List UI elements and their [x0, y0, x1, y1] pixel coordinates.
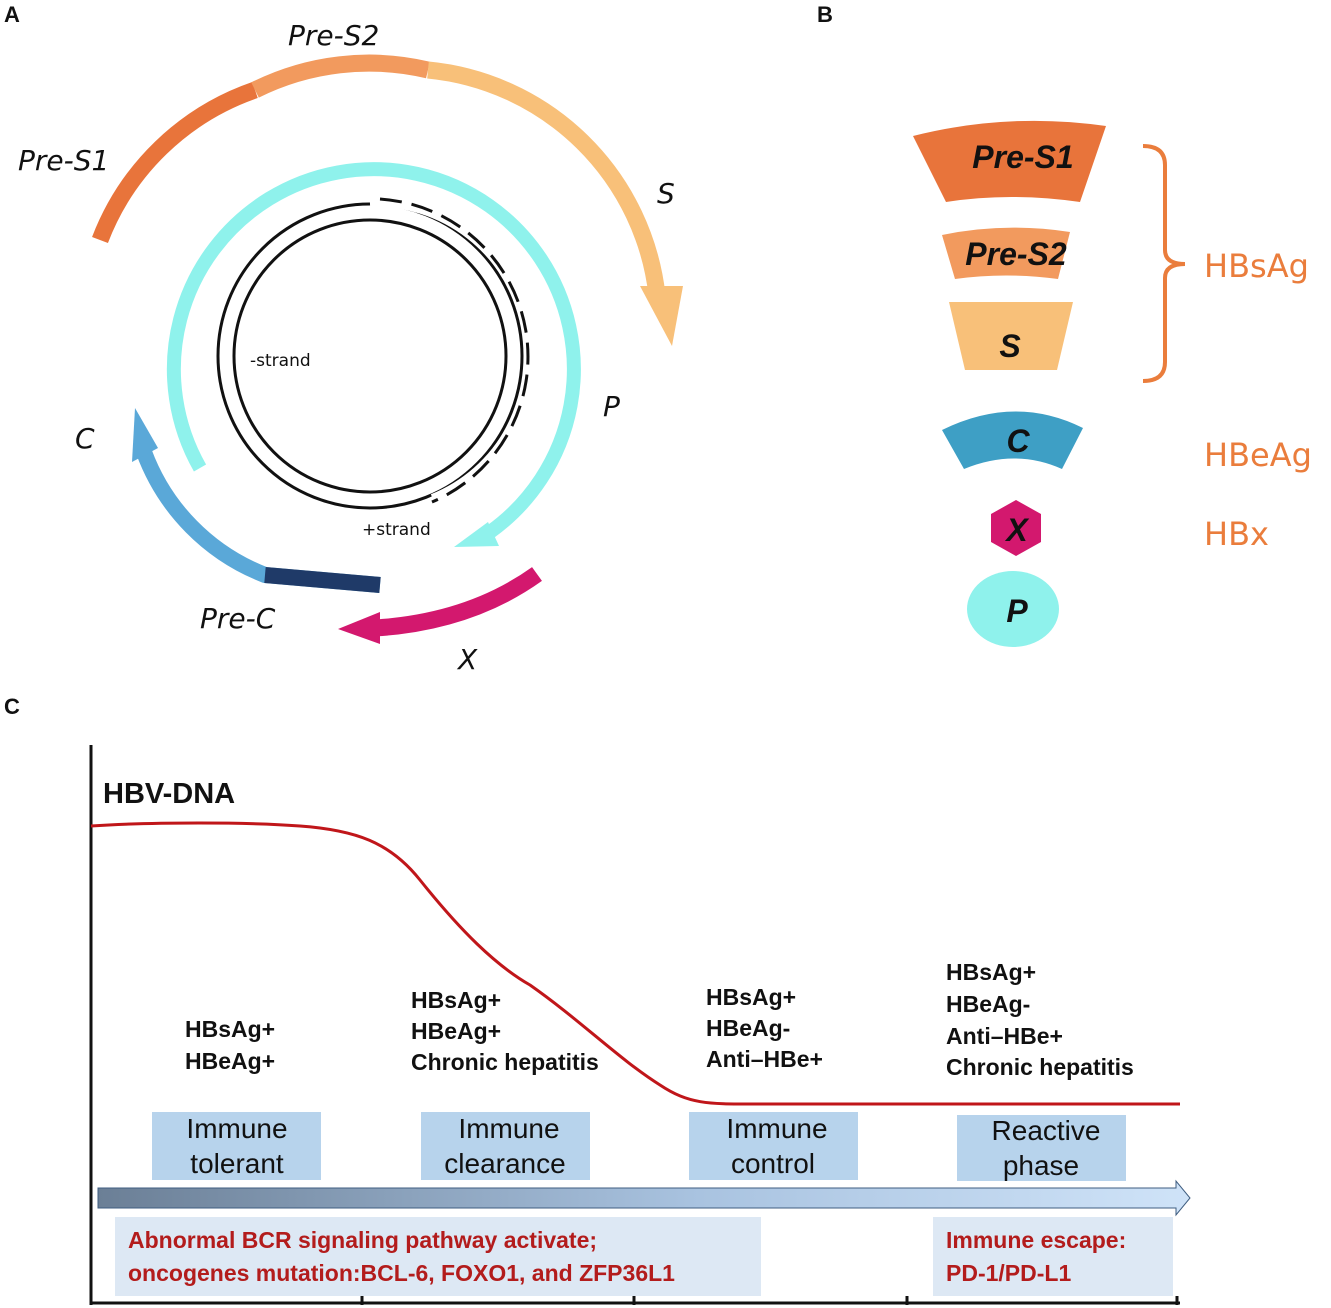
panel-a-letter: A [4, 2, 20, 27]
time-arrow [97, 1179, 1191, 1217]
note-box-left [115, 1217, 761, 1296]
hbsag-label: HBsAg [1204, 247, 1309, 285]
phase-4-marker-2: HBeAg- [946, 991, 1030, 1017]
pre-s1-arc [92, 81, 258, 244]
plus-strand-dashed [379, 197, 530, 504]
phase-1-name-line-2: tolerant [190, 1148, 284, 1179]
phase-1-marker-2: HBeAg+ [185, 1048, 275, 1074]
phase-2-marker-1: HBsAg+ [411, 987, 501, 1013]
phase-2-marker-3: Chronic hepatitis [411, 1049, 599, 1075]
protein-label-pre-s1: Pre-S1 [972, 139, 1073, 175]
pre-c-segment [264, 567, 381, 593]
x-arc [374, 567, 542, 637]
protein-label-pre-s2: Pre-S2 [965, 236, 1067, 272]
pre-s2-shape [942, 227, 1070, 279]
phase-3-marker-3: Anti–HBe+ [706, 1046, 823, 1072]
gene-label-pre-c: Pre-C [200, 602, 276, 635]
phase-4-marker-4: Chronic hepatitis [946, 1054, 1134, 1080]
note-box-right [933, 1217, 1173, 1296]
phase-2-box [421, 1112, 590, 1180]
p-arrowhead [454, 522, 499, 547]
strand-gap [369, 200, 531, 500]
phase-1-box [152, 1112, 321, 1180]
x-arrowhead [338, 612, 380, 644]
phase-1-name-line-1: Immune [186, 1113, 287, 1144]
phase-3-box [689, 1112, 858, 1180]
phase-3-marker-1: HBsAg+ [706, 984, 796, 1010]
p-shape [967, 571, 1059, 647]
gene-label-s: S [657, 177, 675, 210]
plus-strand-inner-circle [232, 218, 508, 494]
gene-label-pre-s1: Pre-S1 [18, 144, 109, 177]
s-arrowhead [640, 286, 683, 346]
plus-strand-label: +strand [362, 520, 431, 540]
genome-map [92, 54, 683, 644]
p-arc [166, 162, 581, 538]
note-right-line-2: PD-1/PD-L1 [946, 1260, 1071, 1286]
gene-label-c: C [75, 422, 95, 455]
hbv-dna-curve [90, 821, 1180, 1106]
phase-3-name-line-2: control [731, 1148, 815, 1179]
note-right-line-1: Immune escape: [946, 1227, 1126, 1253]
protein-legend [913, 120, 1106, 647]
phase-3-name-line-1: Immune [726, 1113, 827, 1144]
c-shape [942, 411, 1083, 469]
s-arc [427, 61, 666, 296]
phase-2-marker-2: HBeAg+ [411, 1018, 501, 1044]
phase-2-name-line-2: clearance [444, 1148, 565, 1179]
panel-c-letter: C [4, 694, 20, 719]
pre-s2-arc [251, 54, 430, 98]
phase-3-marker-2: HBeAg- [706, 1015, 790, 1041]
gene-label-x: X [456, 643, 478, 676]
phase-4-name-line-2: phase [1003, 1150, 1079, 1181]
phase-4-marker-3: Anti–HBe+ [946, 1023, 1063, 1049]
c-arrowhead [132, 408, 158, 462]
s-shape [949, 302, 1073, 370]
hbsag-bracket [1142, 144, 1186, 383]
protein-label-s: S [999, 328, 1021, 364]
phase-4-box [957, 1115, 1126, 1181]
hbv-dna-label: HBV-DNA [103, 778, 235, 810]
protein-label-c: C [1006, 423, 1030, 459]
phase-1-marker-1: HBsAg+ [185, 1016, 275, 1042]
gene-label-pre-s2: Pre-S2 [288, 19, 379, 52]
hbeag-label: HBeAg [1204, 436, 1312, 474]
panel-b-letter: B [817, 2, 833, 27]
note-left-line-2: oncogenes mutation:BCL-6, FOXO1, and ZFP… [128, 1260, 675, 1286]
pre-s1-shape [913, 120, 1106, 202]
minus-strand-label: -strand [250, 351, 311, 371]
c-arc [136, 449, 381, 593]
note-left-line-1: Abnormal BCR signaling pathway activate; [128, 1227, 597, 1253]
gene-label-p: P [603, 390, 620, 423]
x-shape [991, 500, 1041, 556]
phase-4-marker-1: HBsAg+ [946, 959, 1036, 985]
protein-label-p: P [1006, 593, 1028, 629]
hbx-label: HBx [1204, 515, 1269, 553]
protein-label-x: X [1004, 512, 1029, 548]
phase-4-name-line-1: Reactive [992, 1115, 1101, 1146]
phase-2-name-line-1: Immune [458, 1113, 559, 1144]
timeline-chart [89, 745, 1191, 1305]
